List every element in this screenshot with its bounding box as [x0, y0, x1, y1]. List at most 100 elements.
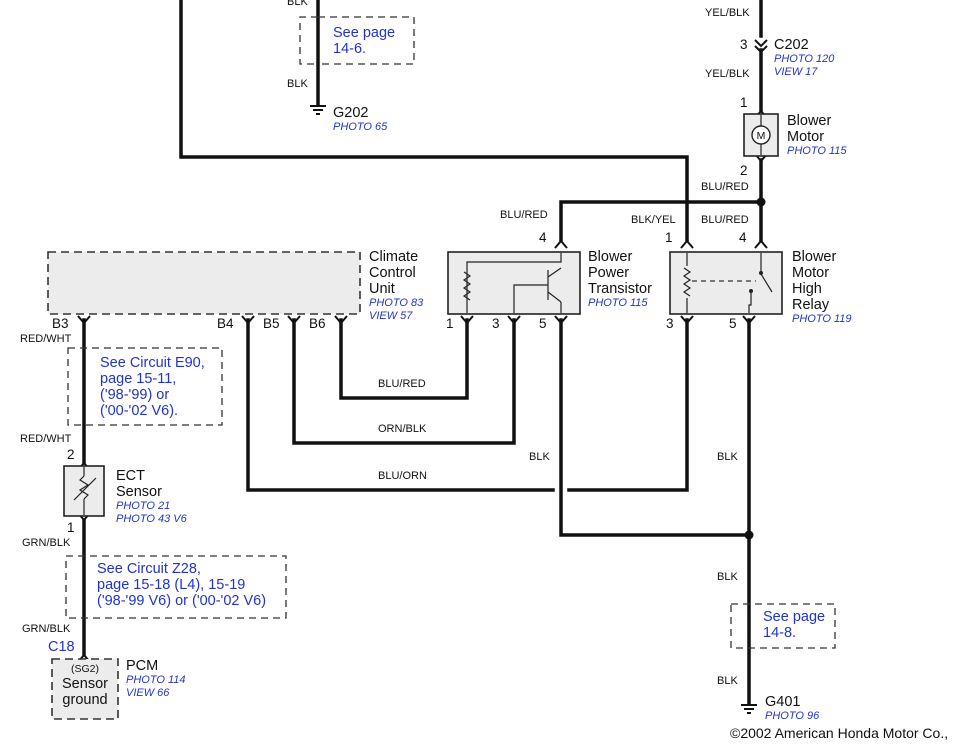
- blower-motor-high-relay-box: [669, 251, 783, 315]
- ref-14-8-line2: 14-8.: [763, 625, 796, 641]
- pin-mark: [554, 239, 568, 249]
- ccu-label-1: Climate: [369, 249, 418, 265]
- pcm-photo: PHOTO 114: [126, 674, 186, 686]
- wire-orn-blk: [292, 318, 516, 445]
- ect-pin-2: 2: [67, 447, 75, 462]
- relay-pin-4: 4: [739, 230, 747, 245]
- wire-blu-red-b6: [339, 318, 469, 400]
- motor-symbol-letter: M: [757, 130, 766, 142]
- ref-z28-line1: See Circuit Z28,: [97, 561, 201, 577]
- relay-internal: [682, 253, 773, 313]
- wire-label-blk: BLK: [717, 675, 738, 687]
- relay-contact: [749, 289, 753, 293]
- wire-label-blk: BLK: [287, 0, 308, 8]
- ccu-pin-b4: B4: [217, 316, 234, 331]
- ref-box-z28: [65, 555, 287, 619]
- ground-g202-name: G202: [333, 105, 368, 121]
- wire-blu-orn-a: [246, 318, 555, 492]
- ref-z28-line2: page 15-18 (L4), 15-19: [97, 577, 245, 593]
- relay-contact: [759, 271, 763, 275]
- relay-label-1: Blower: [792, 249, 836, 265]
- ref-e90-line2: page 15-11,: [100, 371, 176, 387]
- wire-label-blu-red: BLU/RED: [500, 209, 548, 221]
- transistor-emitter: [547, 291, 562, 303]
- transistor-collector: [547, 267, 562, 278]
- pin-mark: [460, 315, 474, 325]
- relay-switch-arm: [760, 273, 773, 293]
- wire-label-blk: BLK: [287, 78, 308, 90]
- ref-box-14-6-right: [318, 16, 415, 65]
- pcm-box: [51, 658, 119, 720]
- wire-label-red-wht: RED/WHT: [20, 333, 72, 345]
- climate-control-unit-box: [47, 251, 361, 315]
- wire-label-blu-orn: BLU/ORN: [378, 470, 427, 482]
- relay-pin-5: 5: [729, 316, 737, 331]
- wire-label-yel-blk: YEL/BLK: [705, 68, 750, 80]
- ground-g401-photo: PHOTO 96: [765, 710, 820, 722]
- pin-mark: [554, 315, 568, 325]
- wire-blk-transistor: [559, 318, 751, 537]
- ref-e90-line4: ('00-'02 V6).: [100, 403, 178, 419]
- blower-motor-pin-2: 2: [740, 163, 748, 178]
- wire-label-yel-blk: YEL/BLK: [705, 7, 750, 19]
- ect-label-2: Sensor: [116, 484, 162, 500]
- relay-pin-3: 3: [666, 316, 674, 331]
- wire-label-blu-red: BLU/RED: [701, 181, 749, 193]
- ref-e90-line3: ('98-'99) or: [100, 387, 169, 403]
- pin-mark: [680, 315, 694, 325]
- ect-pin-1: 1: [67, 520, 75, 535]
- wire-label-blk: BLK: [717, 451, 738, 463]
- relay-trace: [748, 292, 752, 313]
- splice-dot: [744, 530, 754, 540]
- pin-mark: [77, 315, 91, 325]
- pin-mark: [287, 315, 301, 325]
- ref-e90-line1: See Circuit E90,: [100, 355, 205, 371]
- ground-g202-symbol: [310, 105, 326, 115]
- pcm-box-label-1: (SG2): [71, 663, 99, 675]
- wire-label-red-wht: RED/WHT: [20, 433, 72, 445]
- ground-g401-name: G401: [765, 694, 800, 710]
- blower-motor-label-1: Blower: [787, 113, 831, 129]
- blower-motor-photo: PHOTO 115: [787, 145, 847, 157]
- wire-label-orn-blk: ORN/BLK: [378, 423, 427, 435]
- ccu-pin-b6: B6: [309, 316, 326, 331]
- wire-label-blk: BLK: [529, 451, 550, 463]
- relay-pin-1: 1: [665, 230, 673, 245]
- pcm-view: VIEW 66: [126, 687, 170, 699]
- wire-label-grn-blk: GRN/BLK: [22, 537, 71, 549]
- ccu-pin-b3: B3: [52, 316, 69, 331]
- ccu-label-2: Control: [369, 265, 416, 281]
- pcm-connector: C18: [48, 639, 75, 655]
- ground-g202-photo: PHOTO 65: [333, 121, 388, 133]
- pin-mark: [680, 239, 694, 249]
- wire-blk-yel: [179, 0, 689, 242]
- relay-label-2: Motor: [792, 265, 829, 281]
- ref-box-e90: [67, 347, 223, 426]
- pin-mark: [241, 315, 255, 325]
- transistor-pin-5: 5: [539, 316, 547, 331]
- pin-mark: [754, 45, 768, 54]
- ref-box-14-8: [730, 603, 836, 649]
- splice-dot: [756, 197, 766, 207]
- transistor-pin-3: 3: [492, 316, 500, 331]
- thermistor-symbol: [73, 467, 97, 515]
- relay-photo: PHOTO 119: [792, 313, 852, 325]
- ref-14-6-line1: See page: [333, 25, 395, 41]
- pin-mark: [334, 315, 348, 325]
- transistor-trace: [466, 253, 562, 313]
- pin-mark: [754, 39, 768, 48]
- wires: [82, 0, 763, 705]
- transistor-label-2: Power: [588, 265, 629, 281]
- ect-photo-2: PHOTO 43 V6: [116, 513, 188, 525]
- ground-g401-symbol: [741, 704, 757, 714]
- c202-photo: PHOTO 120: [774, 53, 835, 65]
- ref-14-6-line2: 14-6.: [333, 41, 366, 57]
- transistor-label-3: Transistor: [588, 281, 652, 297]
- transistor-pin-4: 4: [539, 230, 547, 245]
- transistor-photo: PHOTO 115: [588, 297, 648, 309]
- ccu-photo: PHOTO 83: [369, 297, 424, 309]
- pcm-label: PCM: [126, 658, 158, 674]
- relay-label-3: High: [792, 281, 822, 297]
- pcm-box-label-3: ground: [62, 692, 107, 708]
- pin-mark: [754, 239, 768, 249]
